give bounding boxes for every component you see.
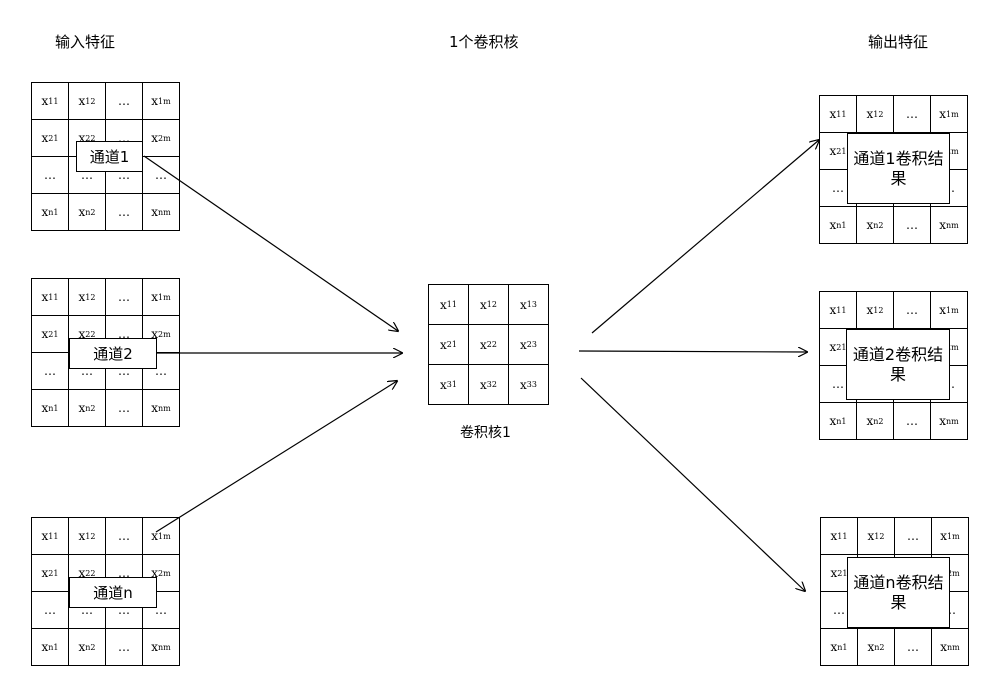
output-label-n: 通道n卷积结果 bbox=[847, 557, 950, 628]
matrix-cell: … bbox=[895, 629, 932, 666]
matrix-cell: … bbox=[32, 353, 69, 390]
matrix-cell: … bbox=[106, 194, 143, 231]
matrix-cell: … bbox=[32, 157, 69, 194]
channel-label-2: 通道2 bbox=[69, 338, 157, 369]
matrix-cell: … bbox=[32, 592, 69, 629]
matrix-cell: … bbox=[106, 83, 143, 120]
output-label-2: 通道2卷积结果 bbox=[846, 329, 950, 400]
arrow-kernel-to-output2 bbox=[578, 351, 807, 352]
matrix-cell: … bbox=[894, 403, 931, 440]
input-features-title: 输入特征 bbox=[55, 33, 116, 51]
matrix-cell: … bbox=[894, 96, 931, 133]
kernel-title: 1个卷积核 bbox=[449, 33, 519, 51]
channel-label-n: 通道n bbox=[69, 577, 157, 608]
channel-label-1: 通道1 bbox=[76, 141, 143, 172]
matrix-cell: … bbox=[143, 592, 180, 629]
arrow-channeln-to-kernel bbox=[155, 381, 397, 533]
matrix-cell: … bbox=[894, 292, 931, 329]
matrix-cell: … bbox=[895, 518, 932, 555]
matrix-cell: … bbox=[106, 279, 143, 316]
matrix-cell: … bbox=[106, 390, 143, 427]
matrix-cell: … bbox=[106, 629, 143, 666]
arrow-kernel-to-outputn bbox=[580, 377, 805, 591]
arrow-kernel-to-output1 bbox=[591, 140, 819, 334]
output-features-title: 输出特征 bbox=[868, 33, 929, 51]
output-label-1: 通道1卷积结果 bbox=[847, 133, 950, 204]
kernel-label: 卷积核1 bbox=[460, 425, 511, 441]
matrix-cell: … bbox=[143, 157, 180, 194]
matrix-cell: … bbox=[106, 518, 143, 555]
arrow-channel1-to-kernel bbox=[143, 155, 398, 331]
matrix-cell: … bbox=[894, 207, 931, 244]
